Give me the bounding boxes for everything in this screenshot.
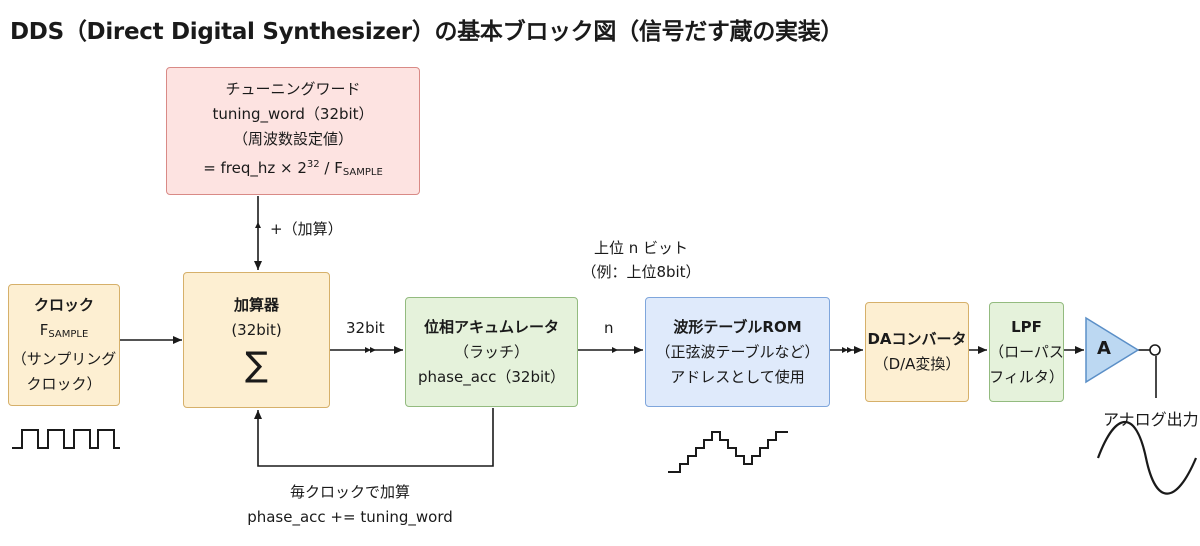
bus-32bit-label: 32bit [346, 319, 385, 337]
rom-title: 波形テーブルROM [673, 317, 802, 336]
clock-desc-2: クロック） [26, 375, 102, 393]
clock-desc-1: （サンプリング [11, 350, 117, 368]
waveform-rom-box: 波形テーブルROM （正弦波テーブルなど） アドレスとして使用 [645, 297, 830, 407]
clock-title: クロック [33, 296, 94, 314]
dac-desc: （D/A変換） [873, 355, 961, 373]
lpf-box: LPF （ローパス フィルタ） [989, 302, 1064, 402]
feedback-line2: phase_acc += tuning_word [247, 508, 453, 526]
amplifier-label: A [1097, 338, 1111, 359]
adder-box: 加算器 (32bit) ∑ [183, 272, 330, 408]
analog-output-label: アナログ出力 [1103, 410, 1199, 429]
phase-accumulator-box: 位相アキュムレータ （ラッチ） phase_acc（32bit） [405, 297, 578, 407]
adder-width: (32bit) [231, 321, 282, 339]
staircase-waveform-icon [668, 431, 788, 473]
tuning-word-formula: = freq_hz × 232 / FSAMPLE [203, 159, 383, 178]
feedback-label: 毎クロックで加算 phase_acc += tuning_word [230, 480, 470, 530]
diagram-title: DDS（Direct Digital Synthesizer）の基本ブロック図（… [10, 19, 844, 45]
lpf-title: LPF [1011, 317, 1042, 336]
rom-desc: （正弦波テーブルなど） [655, 342, 820, 361]
tuning-word-box: チューニングワード tuning_word（32bit） （周波数設定値） = … [166, 67, 420, 195]
accumulator-title: 位相アキュムレータ [423, 317, 559, 336]
tuning-word-name: tuning_word（32bit） [212, 105, 374, 123]
rom-address: アドレスとして使用 [670, 367, 805, 386]
dac-box: DAコンバータ （D/A変換） [865, 302, 969, 402]
lpf-desc-2: フィルタ） [989, 367, 1064, 386]
tuning-word-title: チューニングワード [225, 80, 361, 98]
amplifier-triangle-icon [1085, 316, 1140, 384]
tuning-word-desc: （周波数設定値） [232, 130, 353, 148]
add-label: +（加算） [270, 220, 343, 238]
bus-n-label: n [604, 319, 614, 337]
output-terminal [1149, 344, 1161, 356]
clock-square-wave-icon [12, 429, 120, 449]
clock-box: クロック FSAMPLE （サンプリング クロック） [8, 284, 120, 406]
accumulator-latch: （ラッチ） [453, 342, 529, 361]
upper-bits-line1: 上位 n ビット [593, 239, 689, 257]
accumulator-name: phase_acc（32bit） [417, 367, 566, 386]
dac-title: DAコンバータ [867, 330, 967, 348]
lpf-desc-1: （ローパス [989, 342, 1064, 361]
feedback-loop-arrow [254, 408, 494, 467]
feedback-line1: 毎クロックで加算 [289, 483, 410, 501]
sine-wave-icon [1096, 421, 1198, 495]
upper-bits-line2: （例：上位8bit） [581, 263, 701, 281]
sigma-icon: ∑ [245, 345, 268, 385]
clock-frequency: FSAMPLE [39, 321, 89, 340]
upper-bits-label: 上位 n ビット （例：上位8bit） [566, 236, 716, 284]
adder-title: 加算器 [233, 296, 279, 314]
